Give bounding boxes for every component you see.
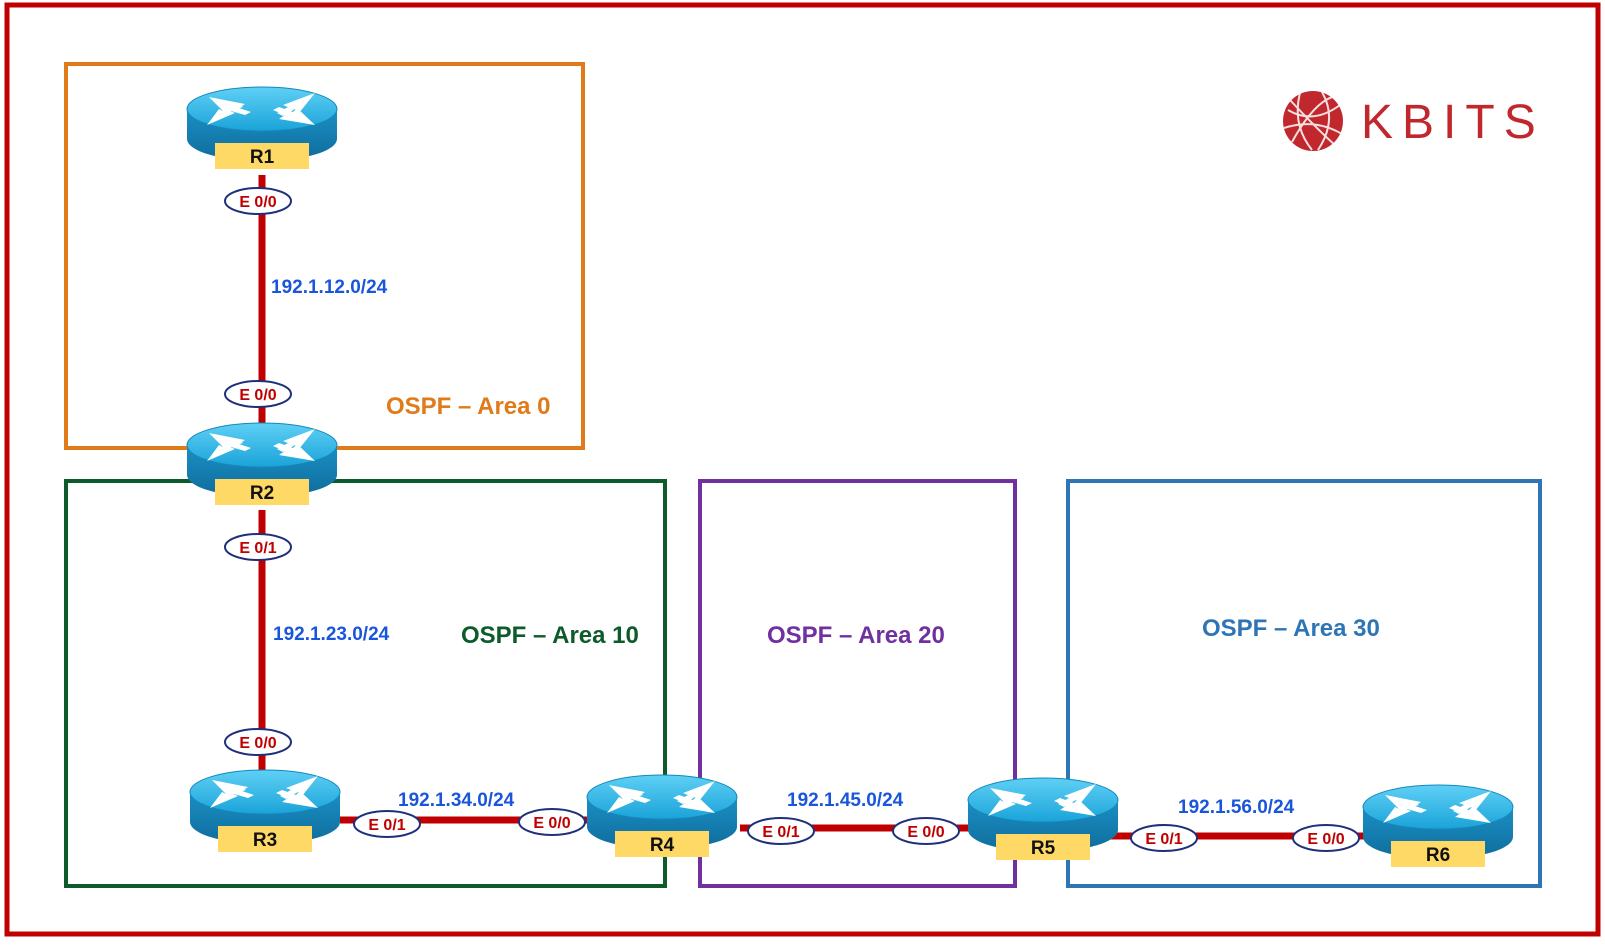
- svg-text:E 0/0: E 0/0: [533, 815, 570, 832]
- intf-r3-e01: E 0/1: [353, 810, 421, 838]
- area-30-box: [1066, 479, 1542, 888]
- intf-r3-e00: E 0/0: [224, 728, 292, 756]
- svg-text:E 0/0: E 0/0: [239, 194, 276, 211]
- outer-frame: [4, 2, 1601, 937]
- svg-text:E 0/0: E 0/0: [1307, 831, 1344, 848]
- area-20-label: OSPF – Area 20: [767, 622, 945, 649]
- svg-text:E 0/1: E 0/1: [368, 817, 405, 834]
- kbits-logo: KBITS: [1283, 91, 1545, 151]
- svg-text:E 0/1: E 0/1: [239, 540, 276, 557]
- router-r6[interactable]: R6: [1362, 784, 1514, 867]
- svg-text:E 0/1: E 0/1: [1145, 831, 1182, 848]
- subnet-label: 192.1.34.0/24: [398, 790, 515, 811]
- intf-r5-e00: E 0/0: [892, 817, 960, 845]
- router-label: R6: [1426, 845, 1450, 866]
- subnet-label: 192.1.45.0/24: [787, 790, 904, 811]
- svg-text:E 0/0: E 0/0: [239, 387, 276, 404]
- intf-r1-e00: E 0/0: [224, 187, 292, 215]
- intf-r2-e00: E 0/0: [224, 380, 292, 408]
- router-r3[interactable]: R3: [189, 769, 341, 852]
- intf-r4-e00: E 0/0: [518, 808, 586, 836]
- subnet-label: 192.1.12.0/24: [271, 277, 388, 298]
- area-0-label: OSPF – Area 0: [386, 393, 551, 420]
- subnet-label: 192.1.23.0/24: [273, 624, 390, 645]
- svg-text:E 0/1: E 0/1: [762, 824, 799, 841]
- router-r1[interactable]: R1: [186, 86, 338, 169]
- brand-name: KBITS: [1361, 96, 1545, 149]
- router-r5[interactable]: R5: [967, 777, 1119, 860]
- intf-r5-e01: E 0/1: [1130, 824, 1198, 852]
- area-20-box: [698, 479, 1017, 888]
- area-30-label: OSPF – Area 30: [1202, 615, 1380, 642]
- subnet-label: 192.1.56.0/24: [1178, 797, 1295, 818]
- router-label: R5: [1031, 838, 1056, 859]
- intf-r4-e01: E 0/1: [747, 817, 815, 845]
- intf-r6-e00: E 0/0: [1292, 824, 1360, 852]
- router-label: R4: [650, 835, 675, 856]
- area-10-label: OSPF – Area 10: [461, 622, 639, 649]
- intf-r2-e01: E 0/1: [224, 533, 292, 561]
- router-label: R2: [250, 483, 274, 504]
- area-10-box: [64, 479, 667, 888]
- svg-text:E 0/0: E 0/0: [907, 824, 944, 841]
- router-r4[interactable]: R4: [586, 774, 738, 857]
- svg-text:E 0/0: E 0/0: [239, 735, 276, 752]
- router-r2[interactable]: R2: [186, 422, 338, 505]
- router-label: R1: [250, 147, 275, 168]
- router-label: R3: [253, 830, 277, 851]
- globe-icon: [1283, 91, 1343, 151]
